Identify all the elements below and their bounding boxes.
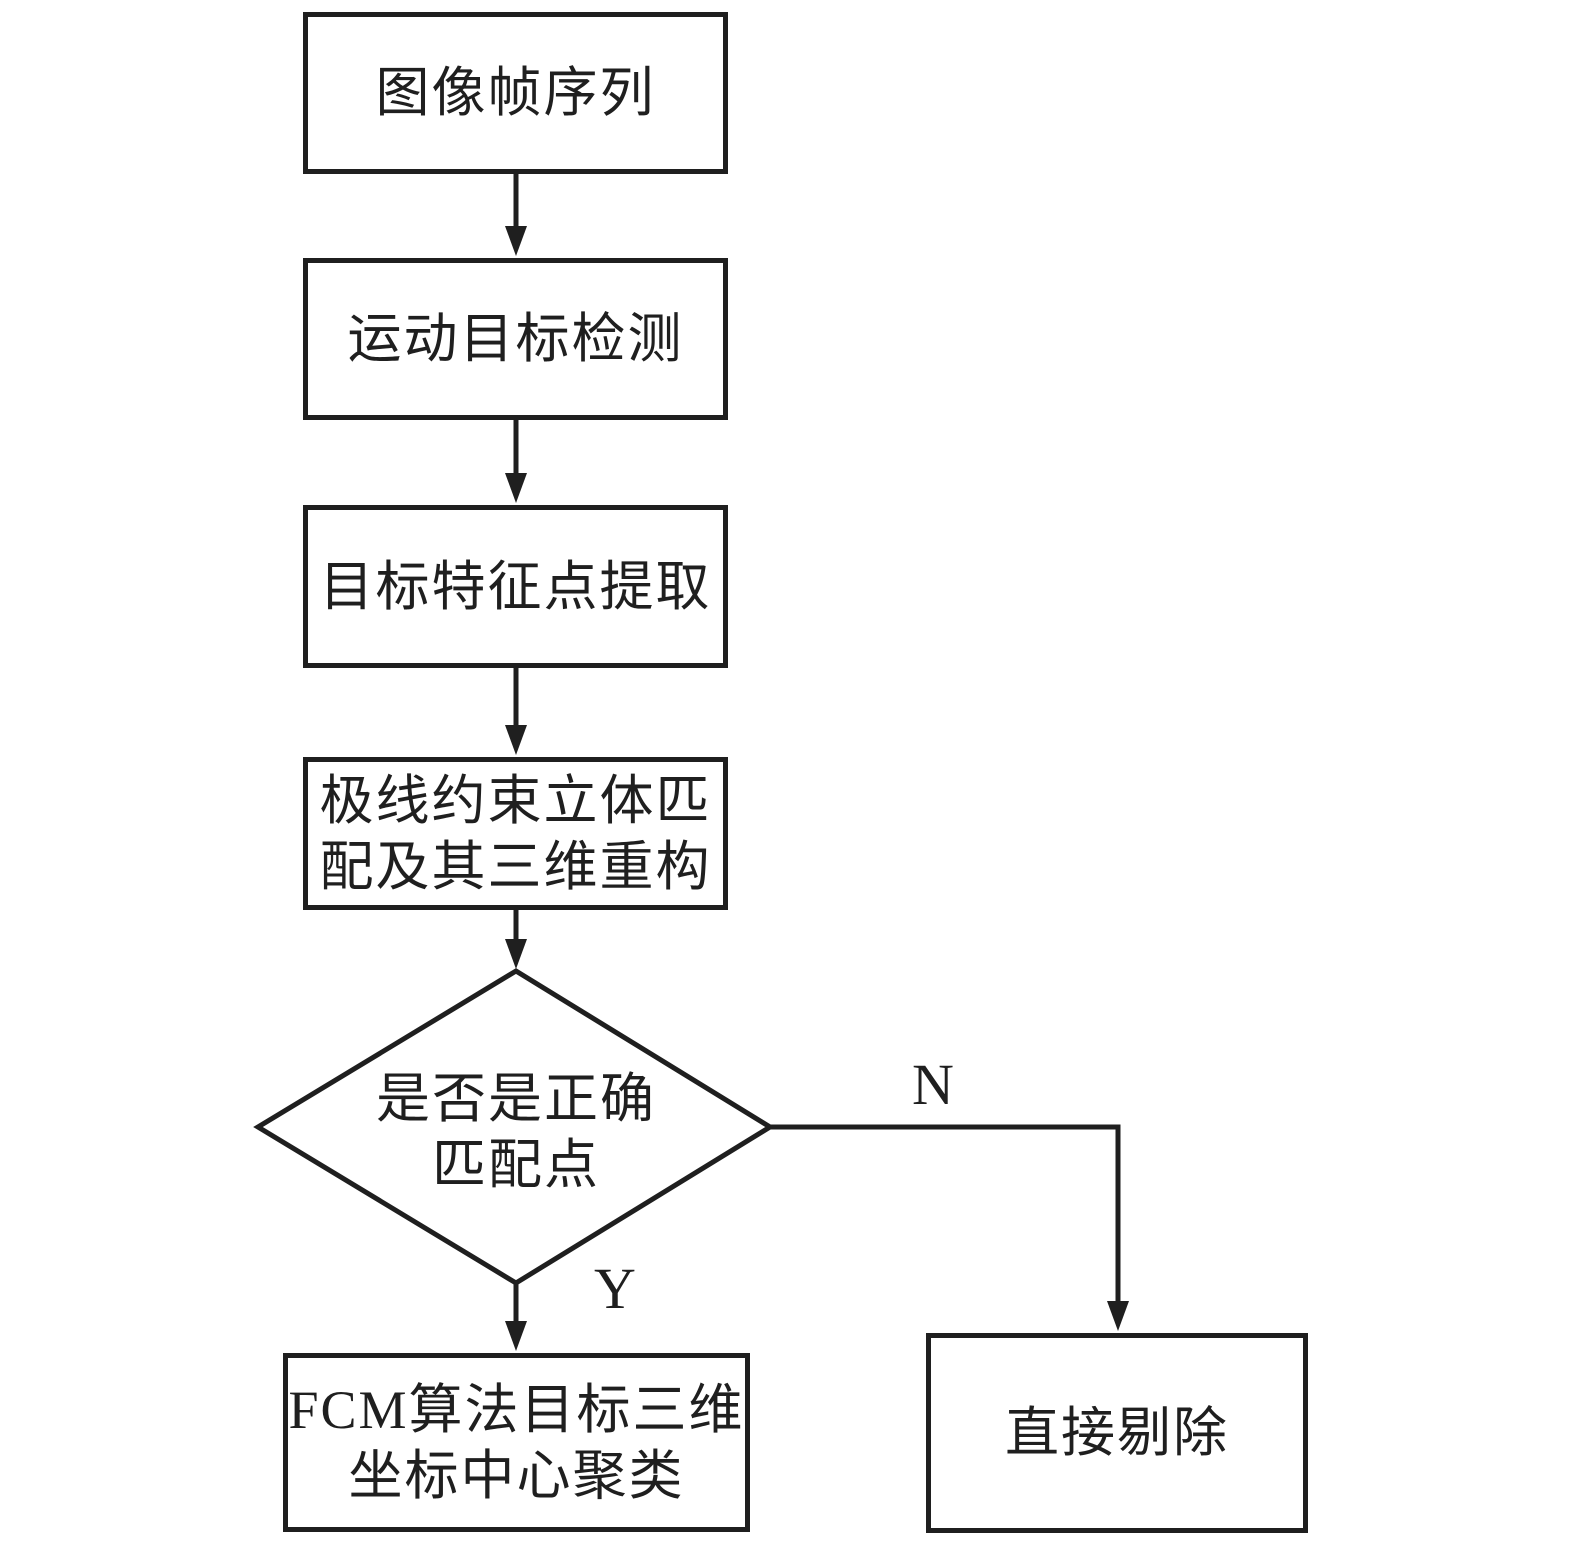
node-image-frame-sequence: 图像帧序列 xyxy=(303,12,728,174)
arrowhead-matching-to-decision xyxy=(505,939,527,969)
node-label: 目标特征点提取 xyxy=(319,556,712,617)
node-label: FCM算法目标三维 坐标中心聚类 xyxy=(288,1379,745,1506)
node-epipolar-stereo-matching-3d-reconstruction: 极线约束立体匹 配及其三维重构 xyxy=(303,757,728,910)
arrowhead-extraction-to-matching xyxy=(505,725,527,755)
node-label: 运动目标检测 xyxy=(347,309,684,369)
node-moving-target-detection: 运动目标检测 xyxy=(303,258,728,420)
node-label: 图像帧序列 xyxy=(375,63,656,123)
node-label: 直接剔除 xyxy=(1005,1403,1229,1463)
arrowhead-decision-no xyxy=(1107,1301,1129,1331)
arrowhead-decision-yes xyxy=(505,1321,527,1351)
node-label: 极线约束立体匹 配及其三维重构 xyxy=(319,770,712,897)
arrow-decision-no xyxy=(770,1124,1121,1304)
arrowhead-detection-to-extraction xyxy=(505,473,527,503)
node-is-correct-match-point-label: 是否是正确 匹配点 xyxy=(376,1069,656,1195)
edge-label-no: N xyxy=(912,1052,954,1117)
node-direct-removal: 直接剔除 xyxy=(926,1333,1308,1533)
node-target-feature-point-extraction: 目标特征点提取 xyxy=(303,505,728,668)
arrowhead-frames-to-detection xyxy=(505,226,527,256)
edge-label-yes: Y xyxy=(594,1256,636,1321)
node-fcm-3d-coordinate-center-clustering: FCM算法目标三维 坐标中心聚类 xyxy=(283,1353,750,1532)
